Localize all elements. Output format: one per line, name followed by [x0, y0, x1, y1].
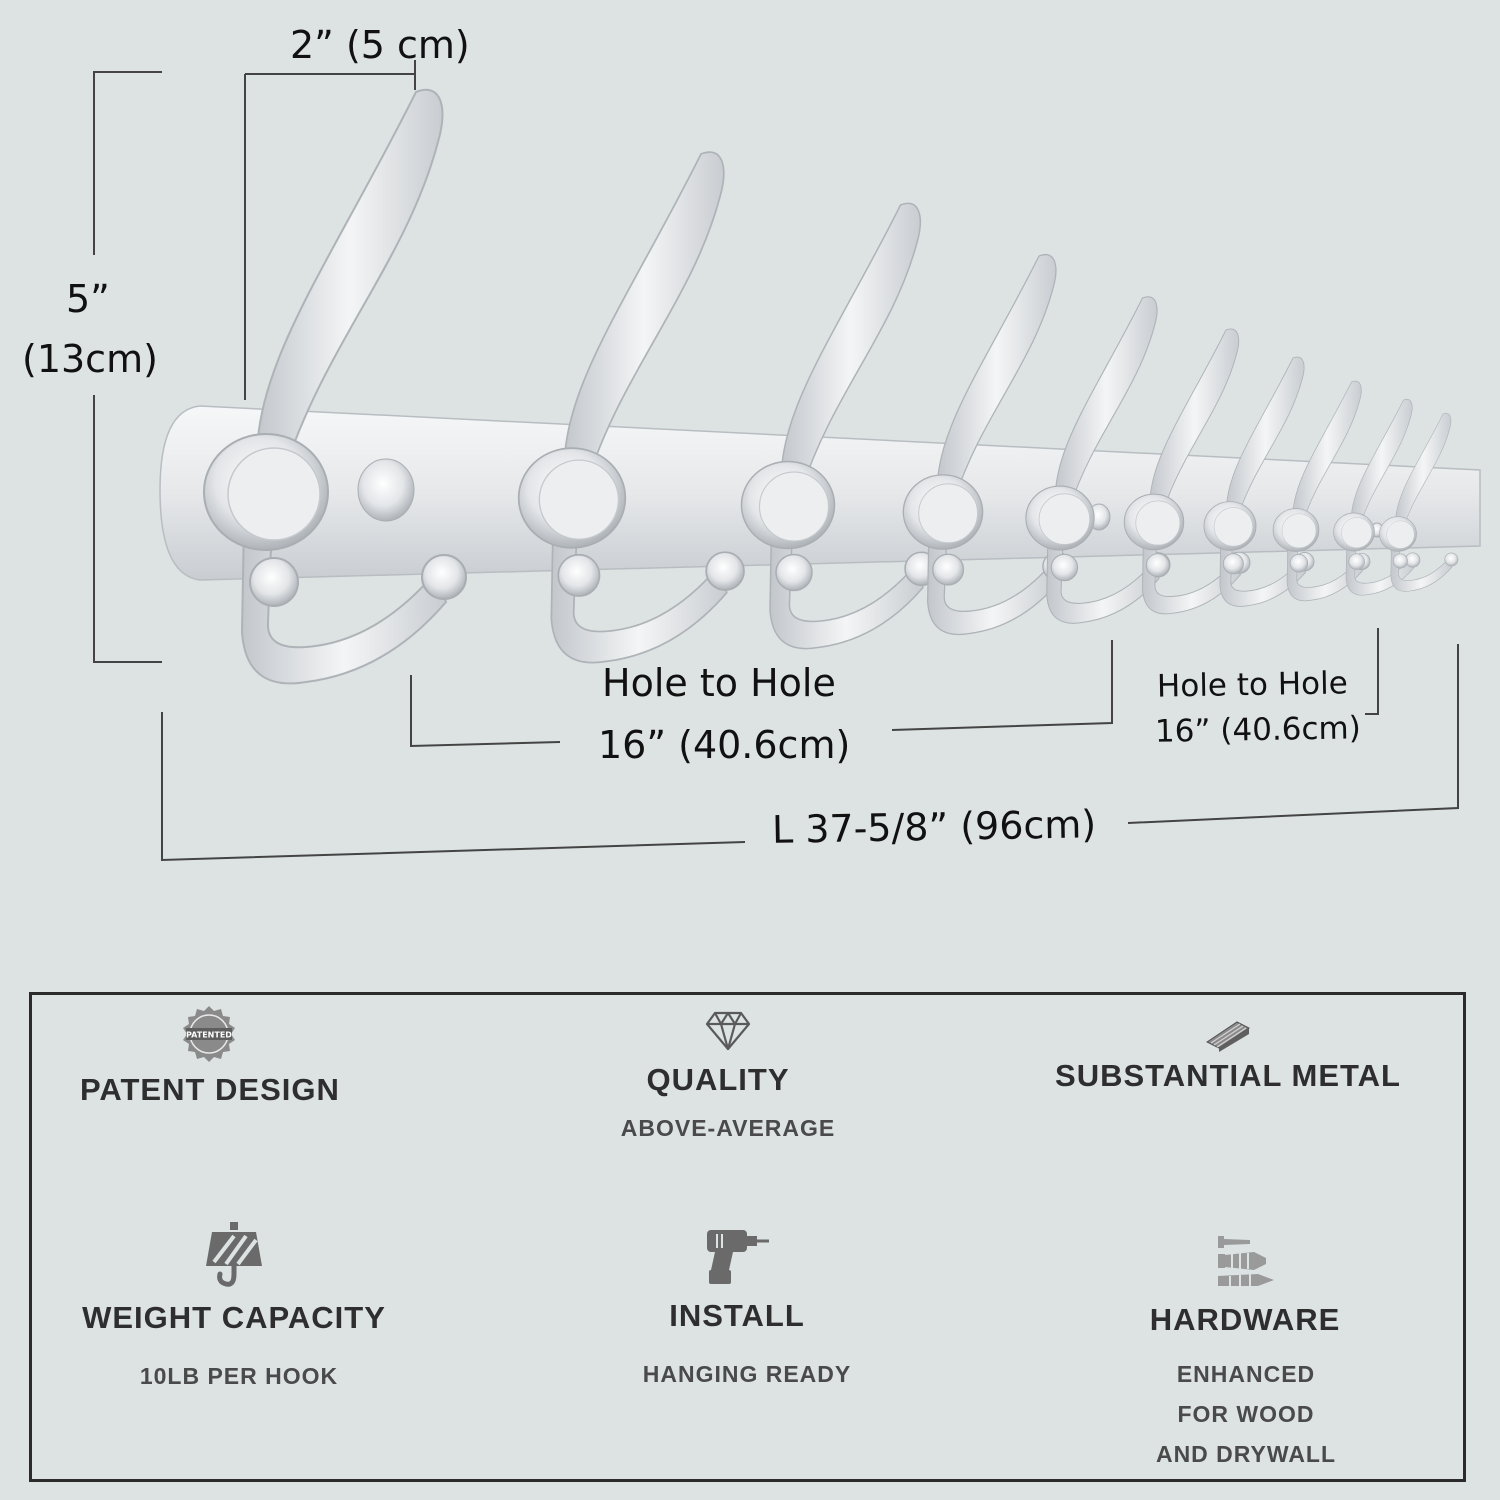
- features-panel: [29, 992, 1466, 1482]
- coat-hook: [1025, 296, 1171, 624]
- crane-hook-icon: [206, 1222, 262, 1287]
- coat-hook: [1379, 413, 1459, 592]
- feature-hardware: HARDWARE ENHANCED FOR WOOD AND DRYWALL: [1026, 1228, 1466, 1474]
- feature-quality: QUALITY ABOVE-AVERAGE: [508, 1010, 948, 1148]
- feature-subtitle-line: ENHANCED: [1176, 1361, 1316, 1387]
- patent-stamp-icon: PATENTED: [183, 1006, 235, 1062]
- feature-subtitle-line: FOR WOOD: [1177, 1401, 1315, 1427]
- coat-hook: [1123, 328, 1251, 615]
- feature-title: WEIGHT CAPACITY: [82, 1300, 386, 1335]
- feature-install: INSTALL HANGING READY: [517, 1226, 957, 1394]
- hole-to-hole-left-label: Hole to Hole: [602, 661, 836, 705]
- feature-title: PATENT DESIGN: [80, 1072, 340, 1107]
- coat-hook: [203, 89, 467, 685]
- hole-to-hole-right-label: Hole to Hole: [1156, 665, 1349, 705]
- overall-length-label: L 37-5/8” (96cm): [771, 802, 1097, 852]
- coat-hook: [517, 151, 745, 664]
- width-dimension-label: 2” (5 cm): [290, 23, 470, 67]
- metal-bars-icon: [1206, 1021, 1250, 1052]
- feature-patent-design: PATENTED PATENT DESIGN: [0, 1004, 440, 1108]
- coat-hook: [740, 202, 939, 650]
- drill-icon: [707, 1230, 769, 1284]
- feature-subtitle: HANGING READY: [642, 1361, 852, 1387]
- hole-to-hole-right-value: 16” (40.6cm): [1154, 710, 1362, 750]
- feature-substantial-metal: SUBSTANTIAL METAL: [1008, 1016, 1448, 1094]
- feature-title: INSTALL: [669, 1298, 805, 1333]
- svg-text:PATENTED: PATENTED: [186, 1031, 232, 1040]
- hole-to-hole-left-value: 16” (40.6cm): [598, 723, 851, 767]
- feature-title: HARDWARE: [1149, 1302, 1341, 1337]
- screw-cap: [357, 458, 415, 522]
- height-dimension-inches: 5”: [66, 277, 110, 321]
- screw-anchor-icon: [1218, 1236, 1274, 1286]
- feature-subtitle: ABOVE-AVERAGE: [620, 1115, 836, 1141]
- feature-subtitle: 10LB PER HOOK: [139, 1363, 339, 1389]
- feature-subtitle-line: AND DRYWALL: [1155, 1441, 1337, 1467]
- feature-subtitle: ENHANCED FOR WOOD AND DRYWALL: [1026, 1354, 1466, 1474]
- feature-title: SUBSTANTIAL METAL: [1055, 1058, 1401, 1093]
- coat-hook: [1203, 356, 1315, 607]
- coat-hook: [1272, 380, 1371, 602]
- height-dimension-cm: (13cm): [22, 337, 158, 381]
- dimension-lines: [93, 60, 1459, 862]
- coat-rack-illustration: [93, 60, 1481, 862]
- feature-weight-capacity: WEIGHT CAPACITY 10LB PER HOOK: [14, 1222, 454, 1396]
- diamond-icon: [705, 1011, 751, 1051]
- feature-title: QUALITY: [646, 1062, 790, 1097]
